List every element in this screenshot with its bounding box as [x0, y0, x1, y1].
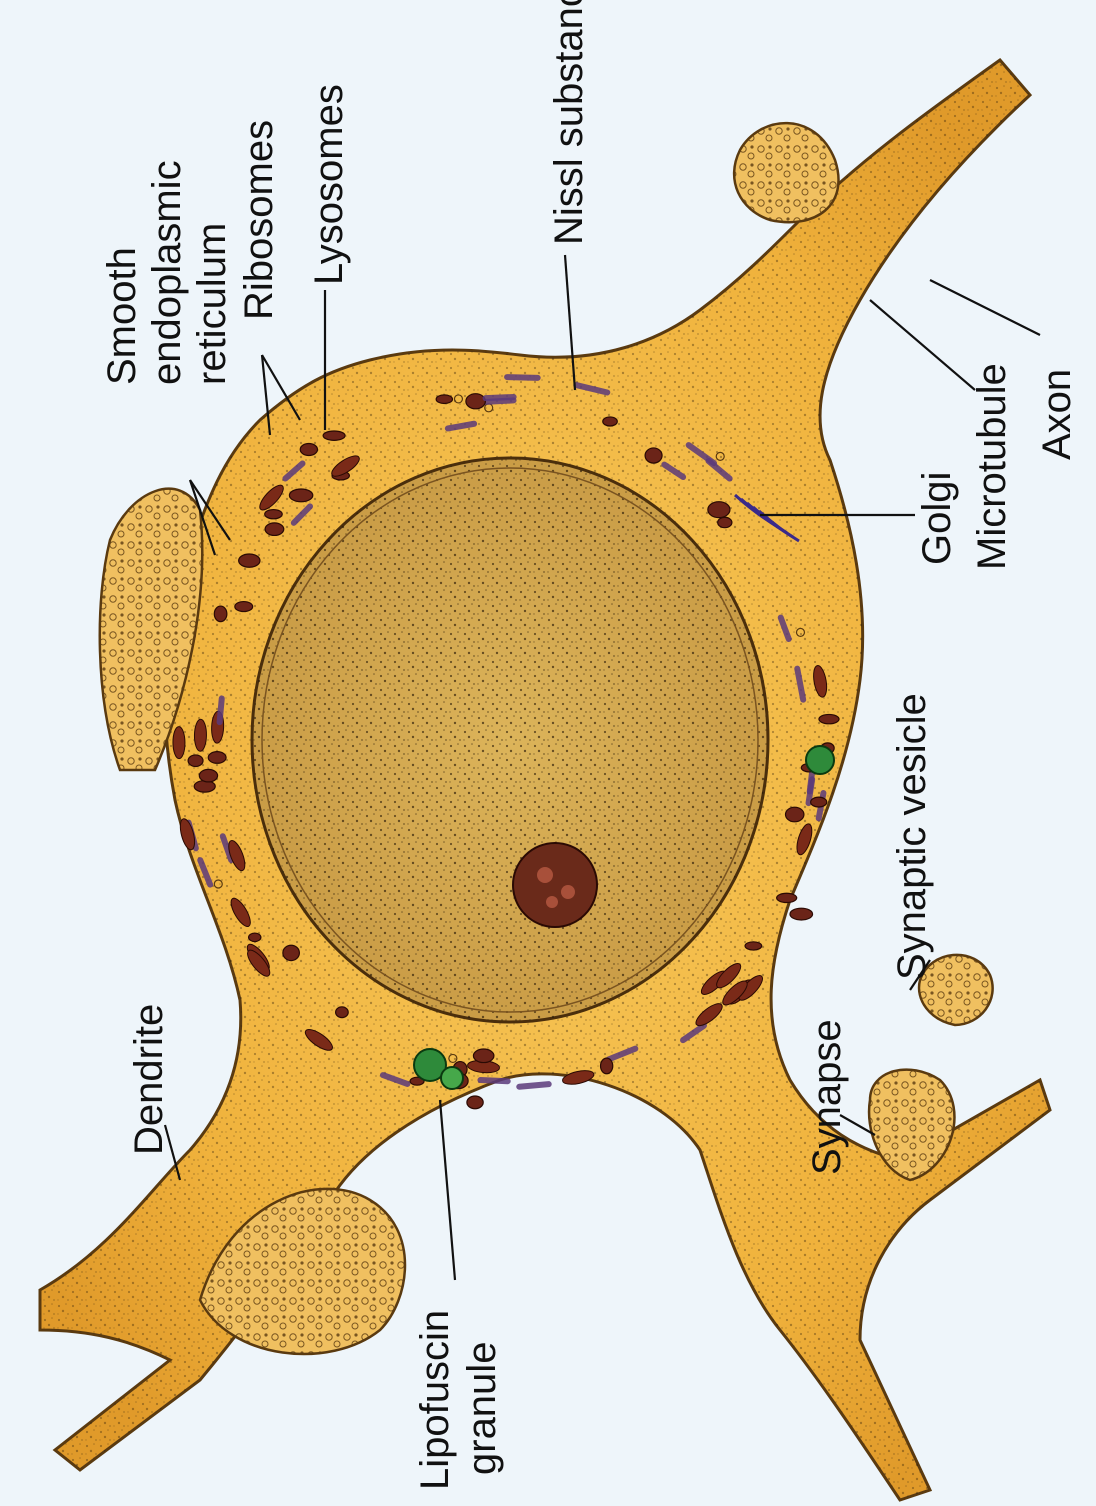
label-synaptic-vesicle: Synaptic vesicle [890, 693, 934, 980]
lysosome [819, 714, 839, 723]
lipofuscin-granule [806, 746, 834, 774]
lysosome [199, 769, 217, 782]
lysosome [745, 942, 762, 950]
lysosome [645, 448, 662, 463]
mitochondrion [173, 727, 185, 759]
label-smooth-er-3: reticulum [190, 223, 234, 385]
lysosome [436, 395, 452, 404]
lysosome [194, 781, 215, 793]
lysosome [601, 1058, 613, 1074]
lysosome [603, 417, 618, 426]
lysosome [708, 502, 730, 518]
label-microtubule: Microtubule [970, 363, 1014, 570]
lysosome [790, 908, 813, 920]
label-lipofuscin-1: Lipofuscin [413, 1310, 457, 1490]
nissl-body [504, 374, 541, 381]
lysosome [265, 510, 283, 519]
lysosome [300, 444, 317, 456]
label-lipofuscin-2: granule [460, 1342, 504, 1475]
label-golgi: Golgi [915, 472, 959, 565]
label-synapse: Synapse [805, 1019, 849, 1175]
lysosome [188, 755, 203, 767]
nissl-body [516, 1081, 552, 1090]
lipofuscin-granule [441, 1067, 463, 1089]
lysosome [235, 602, 253, 612]
lysosome [473, 1049, 493, 1063]
lysosome [777, 893, 797, 902]
lysosome [785, 807, 803, 822]
label-lysosomes: Lysosomes [307, 84, 351, 285]
label-smooth-er-1: Smooth [100, 247, 144, 385]
lysosome [249, 933, 261, 941]
nucleolus [513, 843, 597, 927]
lysosome [214, 606, 227, 622]
lysosome [718, 517, 732, 527]
lysosome [265, 523, 284, 536]
lysosome [336, 1007, 349, 1018]
label-ribosomes: Ribosomes [237, 120, 281, 320]
lysosome [466, 394, 486, 409]
lysosome [811, 797, 827, 807]
lysosome [239, 554, 260, 567]
label-dendrite: Dendrite [127, 1004, 171, 1155]
lysosome [467, 1096, 483, 1109]
lysosome [283, 945, 300, 960]
lysosome [323, 431, 345, 440]
label-nissl: Nissl substance [547, 0, 591, 245]
lysosome [208, 752, 226, 764]
label-smooth-er-2: endoplasmic [145, 160, 189, 385]
nucleus [252, 458, 768, 1022]
mitochondrion [194, 719, 206, 751]
label-axon: Axon [1035, 369, 1079, 460]
lysosome [289, 489, 312, 502]
